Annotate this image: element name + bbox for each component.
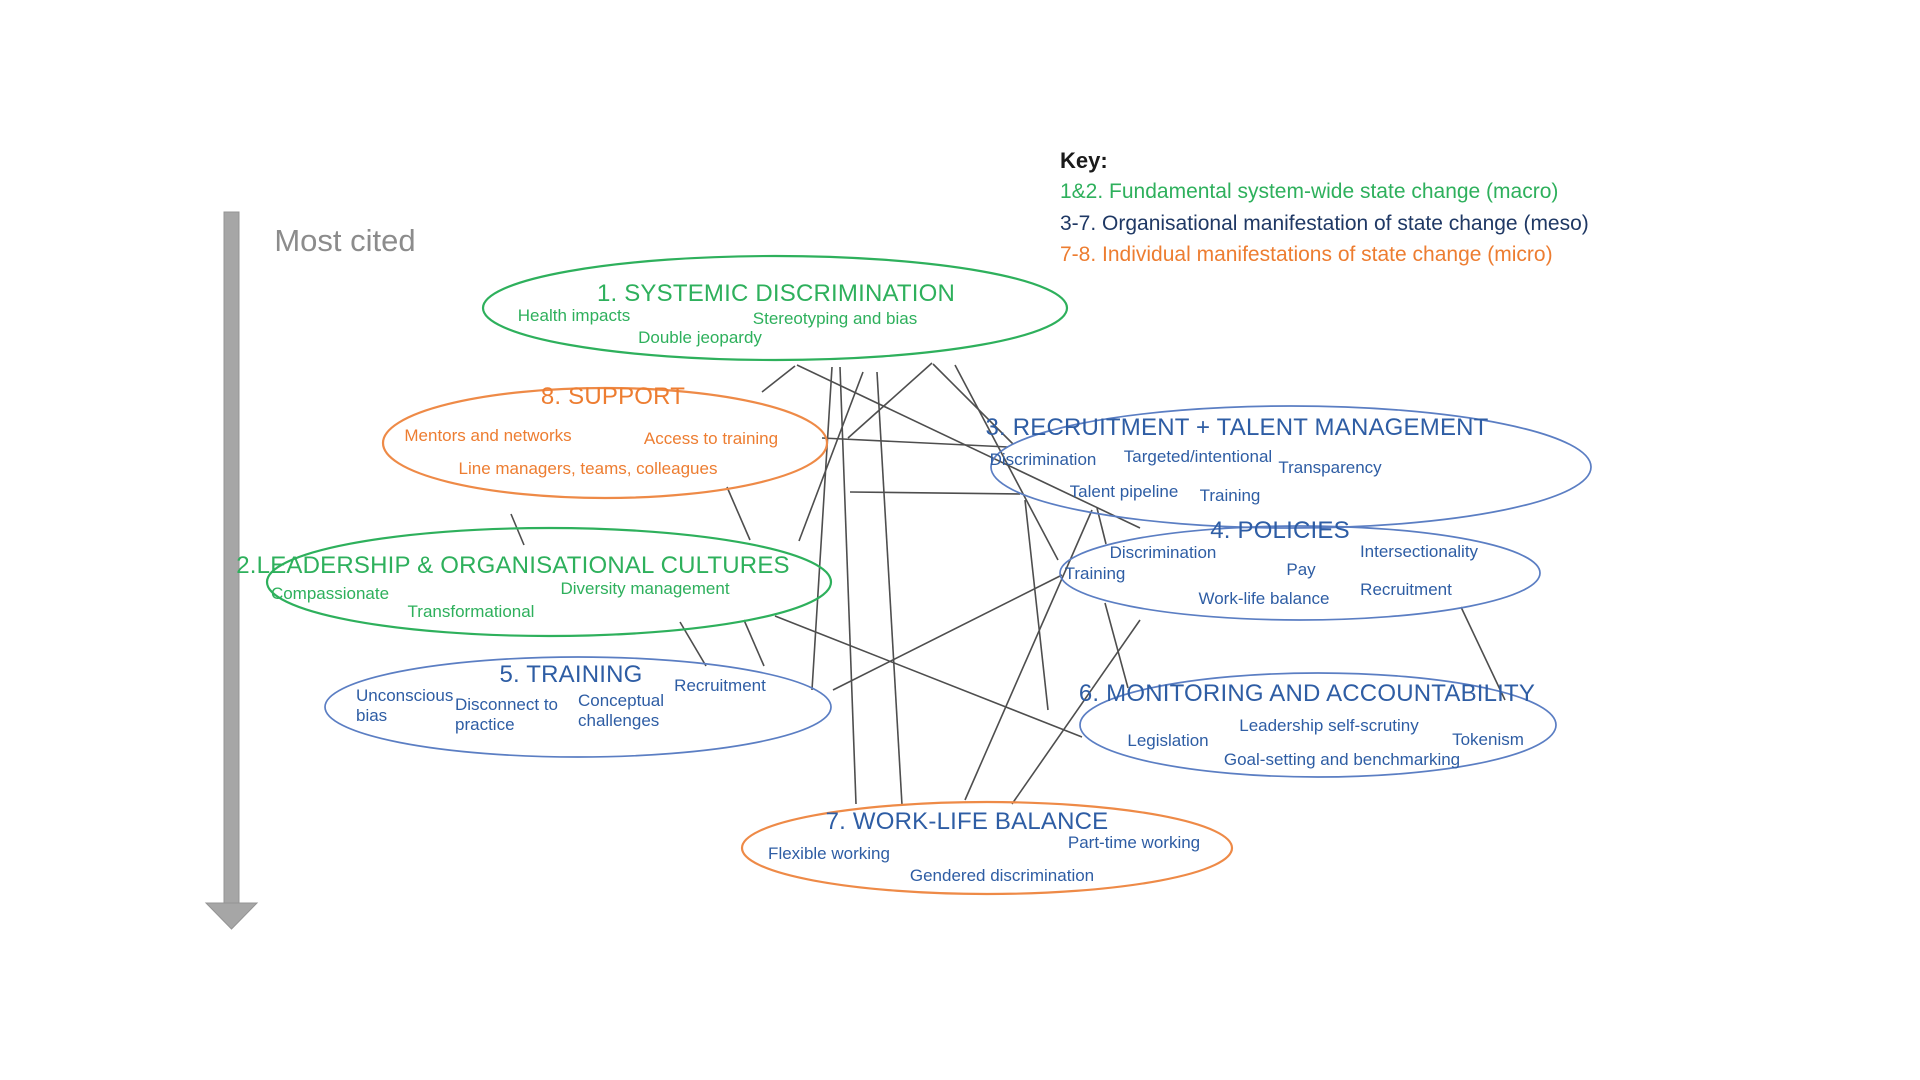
- theme-4-title: 4. POLICIES: [1210, 517, 1350, 545]
- most-cited-arrow: [204, 211, 259, 930]
- theme-7-item: Flexible working: [768, 844, 890, 864]
- connector-line: [954, 364, 1059, 561]
- theme-2-item: Diversity management: [560, 579, 730, 599]
- theme-5-item: Unconscious bias: [356, 685, 454, 725]
- ellipse-2-leadership-cultures: [265, 526, 833, 638]
- theme-8-item: Line managers, teams, colleagues: [458, 459, 718, 479]
- connector-line: [932, 363, 1014, 445]
- theme-4-item: Training: [1064, 564, 1126, 584]
- connector-line: [796, 364, 1141, 529]
- connector-line: [832, 574, 1063, 691]
- theme-8-title: 8. SUPPORT: [540, 383, 686, 411]
- connector-line: [847, 362, 933, 439]
- key-title: Key:: [1060, 148, 1108, 173]
- connector-line: [849, 491, 1021, 495]
- key-entry-macro: 1&2. Fundamental system-wide state chang…: [1060, 180, 1559, 203]
- connector-line: [798, 371, 864, 542]
- ellipse-4-policies: [1059, 525, 1541, 621]
- connector-line: [1460, 606, 1506, 701]
- theme-3-item: Targeted/intentional: [1123, 447, 1273, 467]
- theme-1-item: Double jeopardy: [638, 328, 762, 348]
- theme-2-item: Compassionate: [270, 584, 390, 604]
- connector-line: [743, 619, 765, 667]
- ellipse-3-recruitment-talent: [990, 405, 1592, 529]
- theme-6-item: Leadership self-scrutiny: [1239, 716, 1419, 736]
- theme-6-item: Legislation: [1127, 731, 1209, 751]
- connector-line: [774, 615, 1083, 738]
- connector-line: [839, 366, 857, 805]
- theme-4-item: Work-life balance: [1198, 589, 1330, 609]
- theme-5-item: Recruitment: [674, 676, 766, 696]
- theme-4-item: Pay: [1286, 560, 1316, 580]
- connector-lines: [510, 362, 1506, 806]
- theme-1-title: 1. SYSTEMIC DISCRIMINATION: [596, 280, 956, 308]
- theme-8-item: Mentors and networks: [404, 426, 572, 446]
- theme-2-item: Transformational: [407, 602, 535, 622]
- theme-7-item: Gendered discrimination: [909, 866, 1095, 886]
- connector-line: [1104, 602, 1129, 689]
- theme-6-item: Tokenism: [1452, 730, 1524, 750]
- connector-line: [726, 486, 751, 541]
- connector-line: [1024, 499, 1049, 711]
- ellipse-1-systemic-discrimination: [481, 254, 1069, 362]
- theme-3-title: 3. RECRUITMENT + TALENT MANAGEMENT: [985, 414, 1489, 442]
- theme-4-item: Discrimination: [1109, 543, 1217, 563]
- ellipse-5-training: [324, 656, 832, 758]
- theme-7-title: 7. WORK-LIFE BALANCE: [825, 808, 1109, 836]
- connector-line: [811, 366, 833, 691]
- theme-1-item: Health impacts: [517, 306, 631, 326]
- most-cited-label: Most cited: [274, 223, 416, 259]
- theme-5-title: 5. TRAINING: [499, 661, 643, 689]
- connector-line: [876, 371, 903, 806]
- theme-3-item: Talent pipeline: [1069, 482, 1179, 502]
- key-entry-micro: 7-8. Individual manifestations of state …: [1060, 243, 1553, 266]
- theme-8-item: Access to training: [643, 429, 779, 449]
- theme-6-title: 6. MONITORING AND ACCOUNTABILITY: [1078, 680, 1536, 708]
- theme-5-item: Conceptual challenges: [578, 690, 665, 730]
- connector-line: [964, 509, 1093, 801]
- theme-1-item: Stereotyping and bias: [752, 309, 918, 329]
- theme-3-item: Transparency: [1278, 458, 1382, 478]
- theme-3-item: Discrimination: [989, 450, 1097, 470]
- ellipse-6-monitoring-accountability: [1079, 672, 1557, 778]
- ellipse-7-work-life-balance: [740, 800, 1234, 896]
- theme-3-item: Training: [1199, 486, 1261, 506]
- key-entry-meso: 3-7. Organisational manifestation of sta…: [1060, 212, 1589, 235]
- theme-5-item: Disconnect to practice: [455, 694, 558, 734]
- theme-6-item: Goal-setting and benchmarking: [1223, 750, 1461, 770]
- theme-4-item: Recruitment: [1360, 580, 1452, 600]
- connector-line: [821, 437, 1009, 448]
- connector-line: [510, 513, 525, 546]
- theme-7-item: Part-time working: [1067, 833, 1201, 853]
- ellipse-8-support: [381, 386, 829, 500]
- theme-4-item: Intersectionality: [1359, 542, 1479, 562]
- connector-line: [761, 365, 796, 393]
- theme-2-title: 2.LEADERSHIP & ORGANISATIONAL CULTURES: [236, 552, 790, 580]
